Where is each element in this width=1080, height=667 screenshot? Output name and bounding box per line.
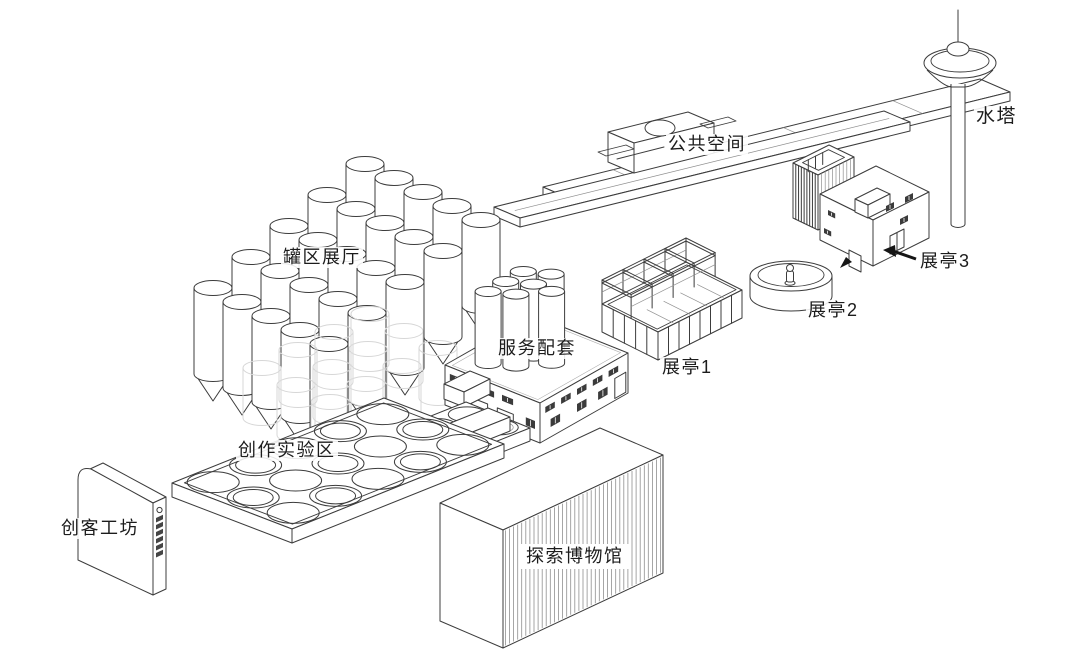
label-public-space: 公共空间	[666, 134, 748, 155]
museum	[439, 427, 664, 649]
label-pavilion-1: 展亭1	[660, 357, 715, 378]
pavilion-1	[601, 237, 743, 361]
label-pavilion-2: 展亭2	[806, 300, 861, 321]
label-service: 服务配套	[496, 338, 578, 359]
water-tower	[923, 9, 997, 228]
label-museum: 探索博物馆	[520, 544, 630, 569]
label-creation-lab: 创作实验区	[236, 440, 338, 461]
label-maker-workshop: 创客工坊	[59, 518, 141, 539]
label-pavilion-3: 展亭3	[918, 251, 973, 272]
label-water-tower: 水塔	[974, 106, 1020, 128]
pavilion-3	[792, 144, 930, 273]
creation-platform	[171, 397, 531, 544]
public-space-deck	[493, 78, 1011, 228]
label-tank-hall: 罐区展厅	[281, 247, 363, 268]
leader-line-group	[616, 146, 665, 160]
